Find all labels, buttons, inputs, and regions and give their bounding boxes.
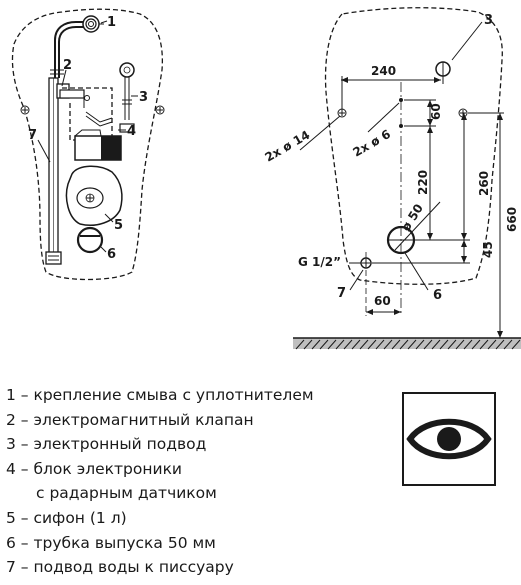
eye-icon: [406, 418, 492, 460]
left-urinal-outline: [11, 8, 164, 281]
dim-660: 660: [505, 207, 519, 232]
legend-item-7: 7 – подвод воды к писсуару: [6, 558, 234, 577]
right-view: 240 60 220 45 260: [263, 7, 521, 350]
outlet-pipe: [76, 226, 104, 254]
dim-45: 45: [481, 241, 495, 258]
callout-5: 5: [114, 218, 123, 233]
mounting-screws: [20, 105, 165, 115]
dim-660-line: [497, 113, 503, 338]
electronic-lead: [119, 62, 135, 133]
dim-220: 220: [416, 170, 430, 195]
dim-hole-mid: 2x ø 6: [351, 127, 394, 160]
dim-thread: G 1/2”: [298, 255, 341, 269]
legend-item-1: 1 – крепление смыва с уплотнителем: [6, 386, 314, 404]
left-view: 1 2 3 4 5 6 7: [11, 8, 165, 281]
right-callout-3: 3: [484, 13, 493, 28]
mounting-frame: [62, 87, 113, 141]
radar-sensor-symbol: [402, 392, 496, 486]
dim-60-top-line: [404, 99, 436, 127]
flush-pipe: [50, 21, 84, 78]
callout-6: 6: [107, 247, 116, 262]
dim-260-line: [461, 112, 504, 240]
legend-item-4: 4 – блок электроники: [6, 459, 183, 478]
callout-4: 4: [127, 124, 136, 139]
mounting-holes: [337, 98, 468, 128]
legend-item-3: 3 – электронный подвод: [6, 435, 207, 454]
floor: [293, 337, 521, 350]
legend-item-5: 5 – сифон (1 л): [6, 508, 127, 527]
callout-2: 2: [63, 58, 72, 73]
dim-240-line: [341, 62, 444, 110]
legend-item-2: 2 – электромагнитный клапан: [6, 410, 254, 429]
water-pipe: [45, 77, 62, 265]
callout-3: 3: [139, 90, 148, 105]
legend-item-4-continued: с радарным датчиком: [36, 484, 217, 503]
right-callout-7: 7: [337, 286, 346, 301]
callout-1: 1: [107, 15, 116, 30]
dim-45-line: [372, 239, 470, 264]
legend: 1 – крепление смыва с уплотнителем 2 – э…: [6, 383, 386, 580]
legend-item-6: 6 – трубка выпуска 50 мм: [6, 533, 216, 552]
dim-260: 260: [477, 171, 491, 196]
left-leaders: [37, 20, 138, 253]
right-callout-6: 6: [433, 288, 442, 303]
dim-60-top: 60: [429, 103, 443, 120]
installation-diagram: 1 2 3 4 5 6 7: [11, 7, 521, 350]
dim-240: 240: [371, 64, 396, 78]
center-lines: [365, 82, 402, 316]
electronics-block: [74, 111, 122, 161]
siphon: [65, 165, 123, 226]
callout-7: 7: [28, 128, 37, 143]
dim-outlet-diameter: ø 50: [399, 201, 426, 233]
right-urinal-outline: [324, 7, 503, 285]
dim-60-bottom-line: [366, 309, 401, 315]
flush-fitting: [82, 15, 104, 33]
solenoid-valve: [56, 83, 85, 99]
dim-60-bottom: 60: [374, 294, 391, 308]
